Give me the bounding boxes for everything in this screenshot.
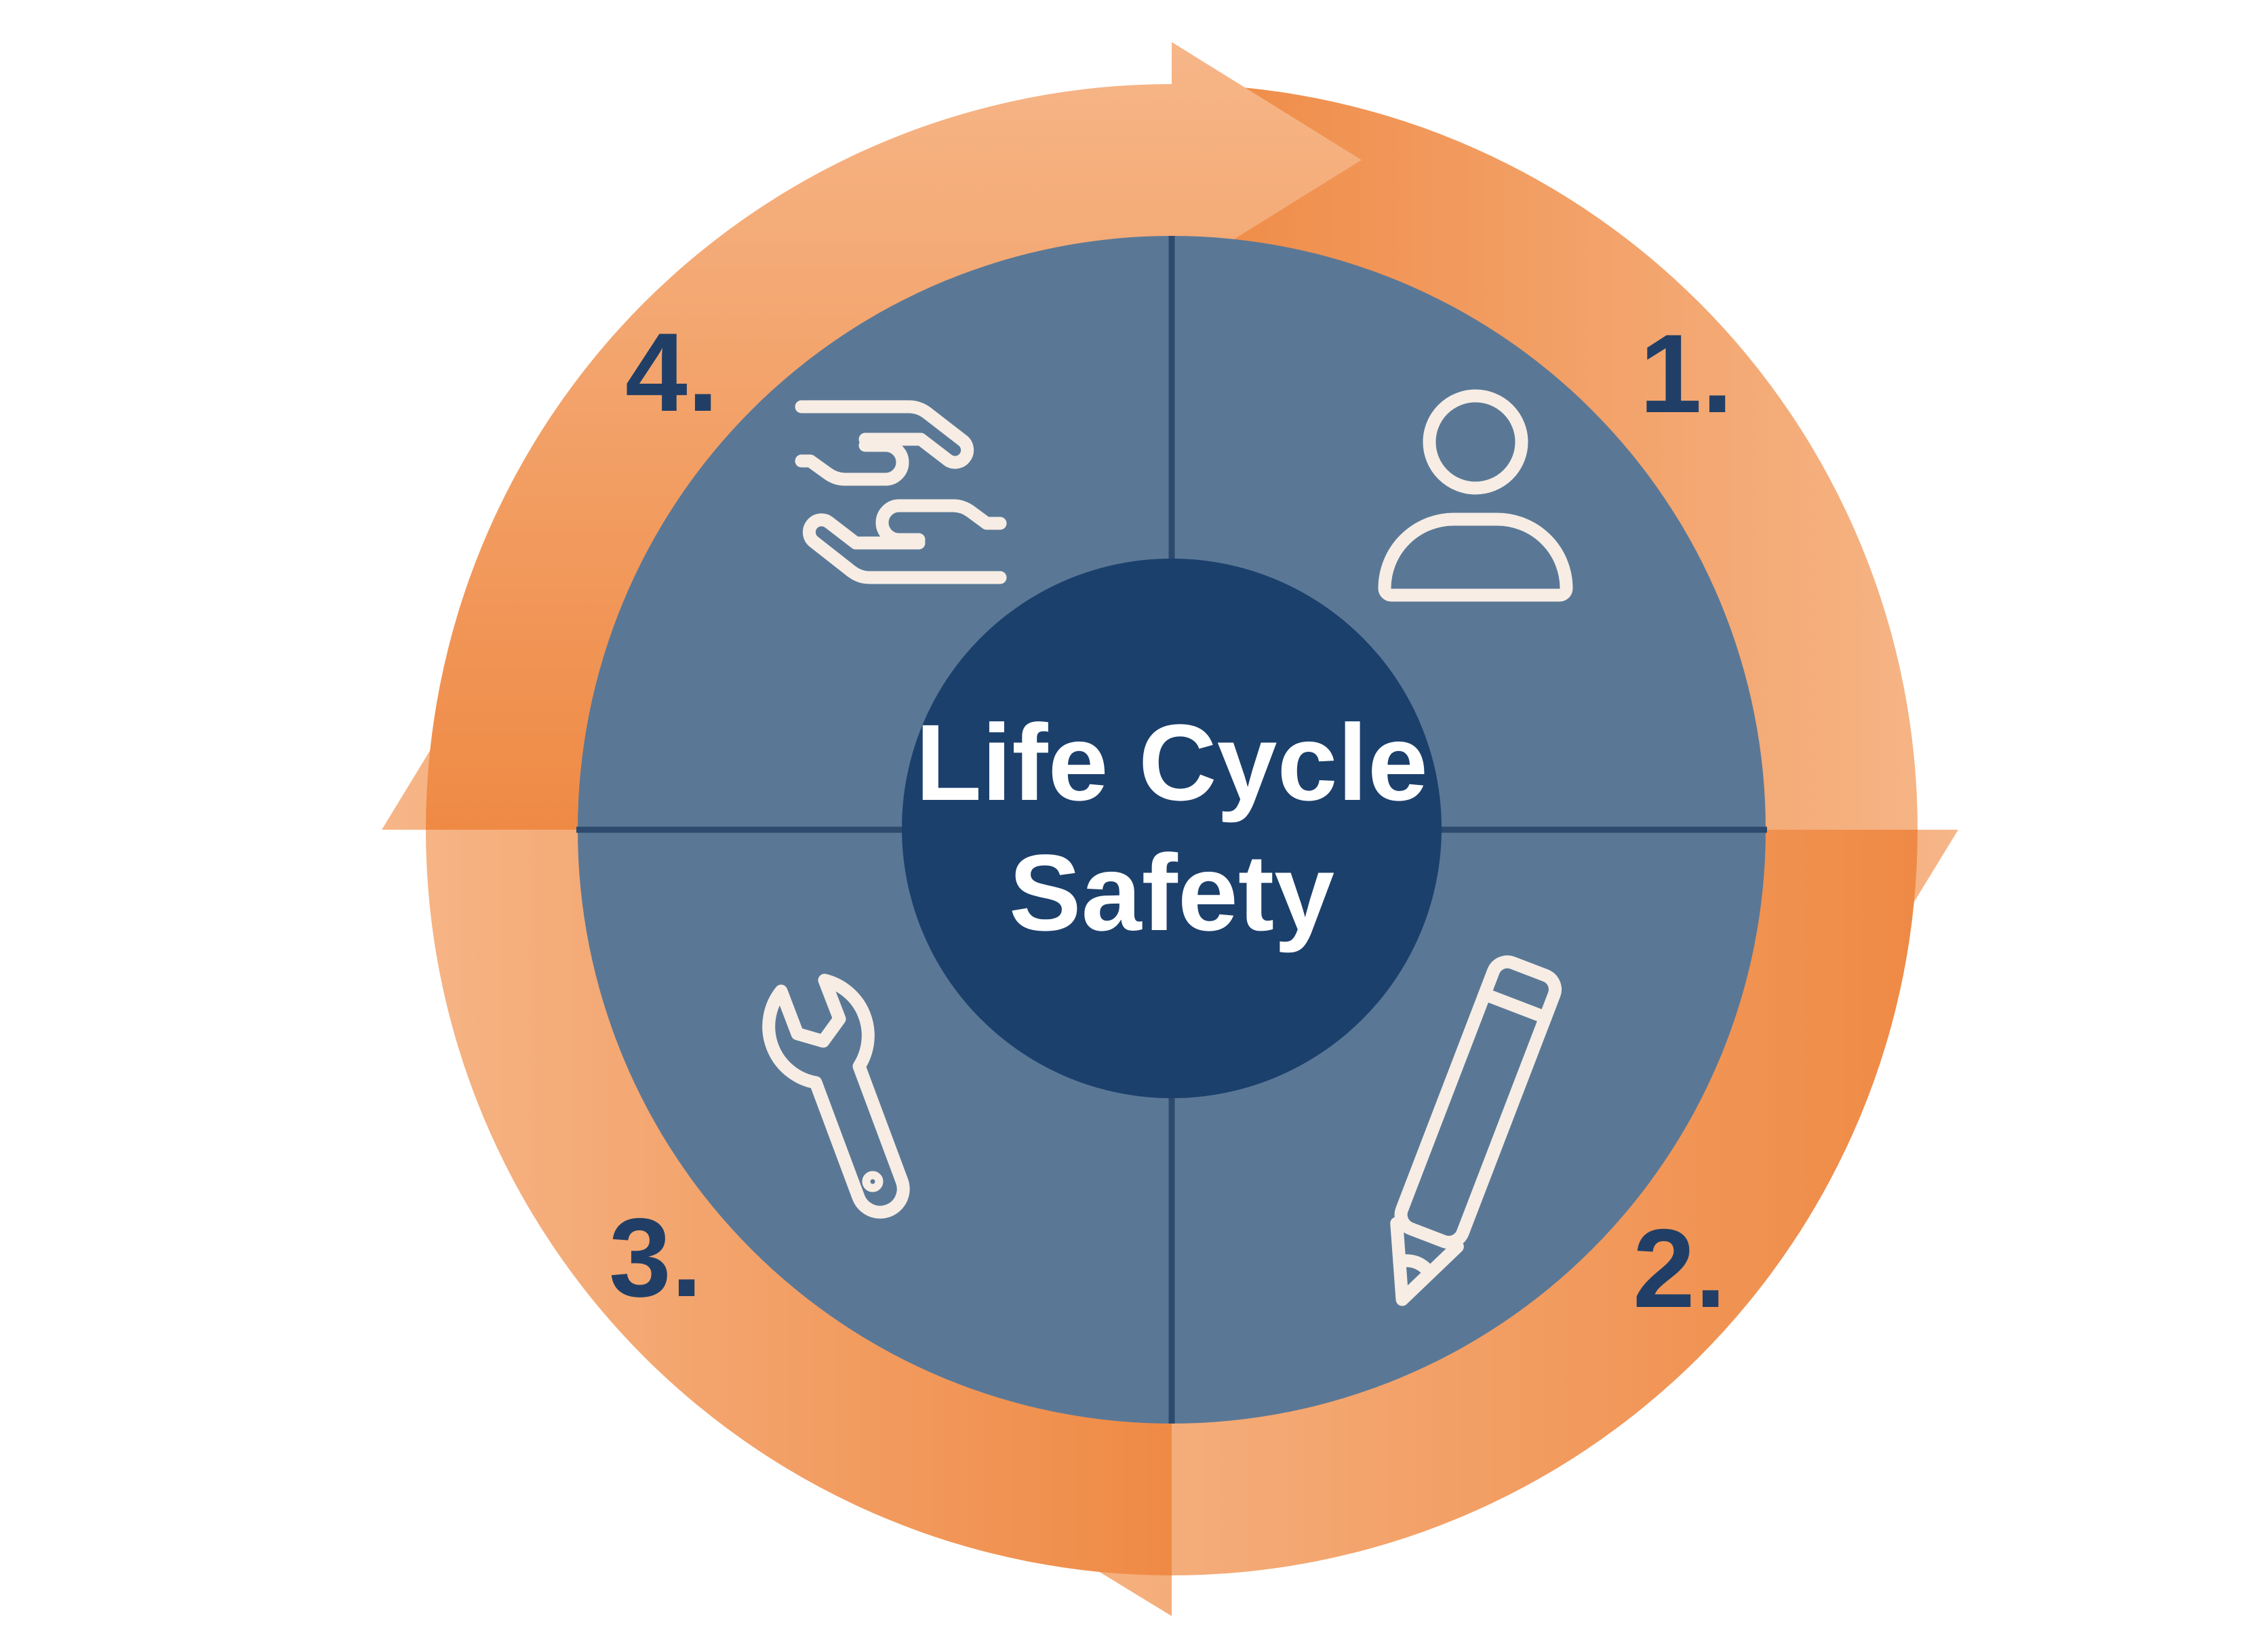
step-number-3: 3. xyxy=(609,1195,702,1320)
step-number-1: 1. xyxy=(1640,311,1733,436)
handshake-icon xyxy=(795,400,1007,584)
center-title-line2: Safety xyxy=(1009,832,1334,953)
center-title-line1: Life Cycle xyxy=(915,702,1428,823)
pencil-icon xyxy=(1390,955,1562,1306)
wrench-icon xyxy=(762,973,910,1219)
step-number-4: 4. xyxy=(625,310,719,435)
center-circle xyxy=(902,559,1442,1098)
step-number-2: 2. xyxy=(1633,1206,1726,1331)
person-icon xyxy=(1378,389,1573,602)
